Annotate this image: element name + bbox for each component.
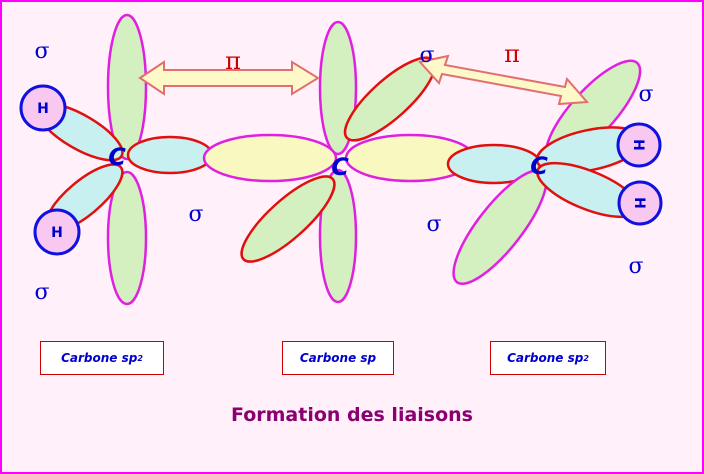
carbon-atom-right: C bbox=[530, 152, 548, 180]
sigma-symbol: σ bbox=[34, 280, 49, 305]
label-carbone-sp-middle: Carbone sp bbox=[282, 341, 394, 375]
sigma-symbol: σ bbox=[34, 39, 49, 64]
middle-carbon-p-orbital-lower bbox=[318, 168, 358, 304]
diagram-caption: Formation des liaisons bbox=[230, 404, 473, 426]
hydrogen-atom-right-top bbox=[616, 122, 662, 168]
left-cc-sigma-lobe bbox=[126, 135, 214, 175]
carbon-atom-left: C bbox=[108, 143, 126, 171]
sigma-symbol: σ bbox=[638, 82, 653, 107]
hydrogen-label: H bbox=[630, 139, 646, 151]
label-superscript: 2 bbox=[137, 353, 143, 363]
hydrogen-label: H bbox=[37, 101, 49, 117]
hydrogen-atom-left-top bbox=[19, 84, 67, 132]
hydrogen-atom-left-bottom bbox=[33, 208, 81, 256]
sigma-symbol: σ bbox=[628, 254, 643, 279]
carbon-atom-middle: C bbox=[331, 153, 349, 181]
middle-left-cc-sigma-lobe bbox=[202, 133, 338, 183]
pi-bond-arrow-right bbox=[418, 54, 590, 106]
pi-bond-arrow-left bbox=[138, 60, 320, 96]
middle-carbon-tilted-lower-lobe bbox=[240, 175, 336, 263]
label-text: Carbone sp bbox=[61, 351, 138, 365]
hydrogen-label: H bbox=[51, 225, 63, 241]
sigma-symbol: σ bbox=[426, 212, 441, 237]
left-carbon-p-orbital-upper bbox=[106, 13, 148, 161]
label-superscript: 2 bbox=[583, 353, 589, 363]
sigma-symbol: σ bbox=[188, 202, 203, 227]
left-carbon-p-orbital-lower bbox=[106, 170, 148, 306]
label-text: Carbone sp bbox=[299, 351, 377, 365]
hydrogen-label: H bbox=[631, 197, 647, 209]
label-text: Carbone sp bbox=[507, 351, 584, 365]
sigma-symbol: σ bbox=[419, 43, 434, 68]
pi-symbol-left: π bbox=[225, 47, 241, 75]
pi-symbol-right: π bbox=[504, 40, 520, 68]
hydrogen-atom-right-bottom bbox=[617, 180, 663, 226]
